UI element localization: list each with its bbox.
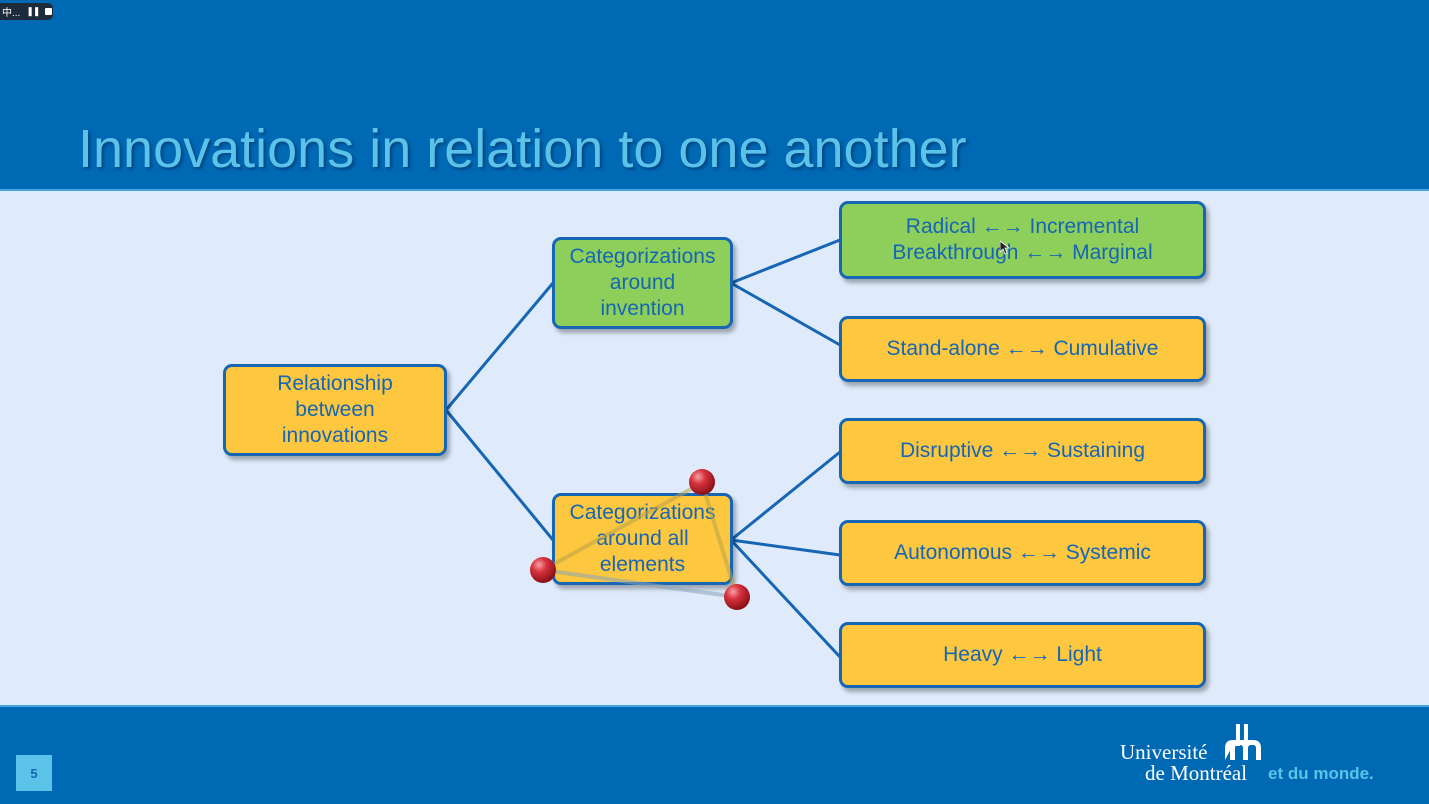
invention-node-line: Categorizations xyxy=(569,245,716,268)
autonomous-systemic-node: Autonomous ←→ Systemic xyxy=(839,520,1206,586)
logo-emblem-icon xyxy=(1225,724,1261,760)
root-node-line: Relationship xyxy=(277,372,393,395)
recorder-label: 中... xyxy=(2,8,21,19)
connector-root-elements xyxy=(444,409,555,541)
invention-node: Categorizations around invention xyxy=(552,237,733,329)
molecule-bond xyxy=(542,568,738,599)
molecule-atom xyxy=(530,557,556,583)
logo-line-2: de Montréal xyxy=(1145,761,1248,785)
mouse-cursor-icon xyxy=(1000,241,1010,255)
molecule-bond xyxy=(542,481,703,572)
connector-invention-standalone xyxy=(730,281,841,347)
molecule-atom xyxy=(689,469,715,495)
connector-elements-autonomous xyxy=(730,538,841,557)
page-number: 5 xyxy=(16,755,52,791)
molecule-atom xyxy=(724,584,750,610)
university-logo: Université de Montréal et du monde. xyxy=(1120,724,1400,785)
slide-title: Innovations in relation to one another xyxy=(78,119,967,179)
slide-footer xyxy=(0,705,1429,804)
node-line: Breakthrough ←→ Marginal xyxy=(892,241,1153,264)
stop-icon[interactable] xyxy=(45,8,53,15)
connector-invention-radical xyxy=(730,238,841,285)
standalone-cumulative-node: Stand-alone ←→ Cumulative xyxy=(839,316,1206,382)
node-line: Radical ←→ Incremental xyxy=(905,215,1140,238)
connector-elements-heavy xyxy=(729,538,842,659)
connector-root-invention xyxy=(444,282,555,411)
slide-header: Innovations in relation to one another xyxy=(0,0,1429,191)
node-line: Disruptive ←→ Sustaining xyxy=(899,439,1146,462)
recorder-toolbar[interactable]: 中... ❚❚ xyxy=(0,3,53,20)
root-node: Relationship between innovations xyxy=(223,364,447,456)
logo-tagline: et du monde. xyxy=(1268,764,1374,783)
node-line: Autonomous ←→ Systemic xyxy=(894,541,1151,564)
node-line: Stand-alone ←→ Cumulative xyxy=(886,337,1159,360)
disruptive-sustaining-node: Disruptive ←→ Sustaining xyxy=(839,418,1206,484)
molecule-bond xyxy=(700,482,739,598)
node-line: Heavy ←→ Light xyxy=(943,643,1102,666)
all-elements-node-line: Categorizations xyxy=(569,501,716,524)
all-elements-node-line: around all xyxy=(596,527,689,550)
root-node-line: between xyxy=(295,398,375,421)
radical-incremental-node: Radical ←→ Incremental Breakthrough ←→ M… xyxy=(839,201,1206,279)
all-elements-node: Categorizations around all elements xyxy=(552,493,733,585)
connector-elements-disruptive xyxy=(730,450,841,542)
logo-line-1: Université xyxy=(1120,740,1208,764)
invention-node-line: invention xyxy=(600,297,685,320)
all-elements-node-line: elements xyxy=(599,553,686,576)
invention-node-line: around xyxy=(609,271,676,294)
pause-icon[interactable]: ❚❚ xyxy=(26,6,40,16)
heavy-light-node: Heavy ←→ Light xyxy=(839,622,1206,688)
root-node-line: innovations xyxy=(281,424,389,447)
